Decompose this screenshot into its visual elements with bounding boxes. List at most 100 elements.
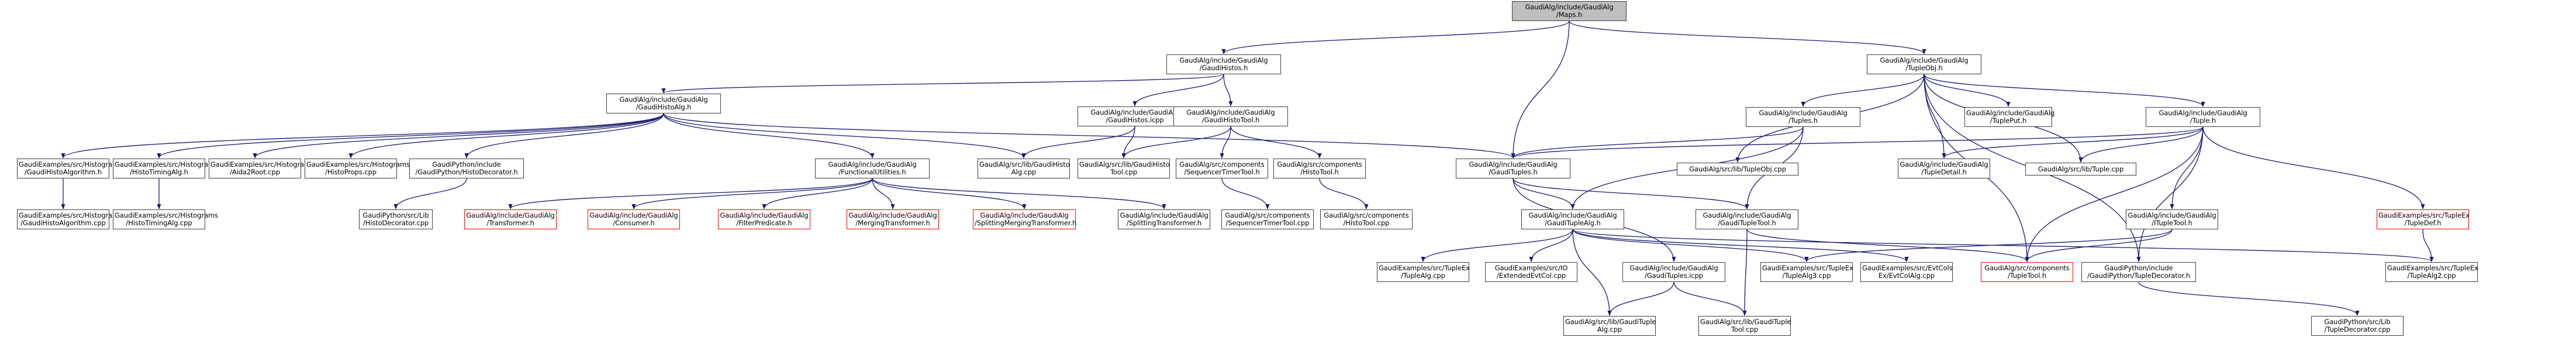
graph-node-lib_gauditupletool_cpp[interactable]: GaudiAlg/src/lib/GaudiTuple Tool.cpp <box>1698 316 1791 336</box>
graph-node-transformer_h[interactable]: GaudiAlg/include/GaudiAlg /Transformer.h <box>464 209 557 229</box>
graph-edge <box>1607 281 1674 316</box>
graph-edge <box>1746 229 2029 262</box>
graph-edge <box>1572 229 1809 262</box>
graph-edge <box>508 178 873 209</box>
graph-edge <box>1221 20 1570 54</box>
graph-node-lib_gaudituplealg_cpp[interactable]: GaudiAlg/src/lib/GaudiTuple Alg.cpp <box>1563 316 1656 336</box>
graph-node-label: GaudiAlg/include/GaudiAlg /GaudiTuples.i… <box>1629 264 1718 280</box>
graph-edge <box>762 178 873 209</box>
graph-node-lib_tupleobj_cpp[interactable]: GaudiAlg/src/lib/TupleObj.cpp <box>1677 163 1798 176</box>
graph-node-label: GaudiAlg/include/GaudiAlg /MergingTransf… <box>848 211 937 227</box>
graph-node-tuple_h[interactable]: GaudiAlg/include/GaudiAlg /Tuple.h <box>2146 107 2260 127</box>
graph-node-py_tupledecorator_cpp[interactable]: GaudiPython/src/Lib /TupleDecorator.cpp <box>2311 316 2404 336</box>
graph-node-ex_tuplealg2_cpp[interactable]: GaudiExamples/src/TupleEx /TupleAlg2.cpp <box>2385 262 2478 282</box>
graph-edge <box>1572 229 1909 262</box>
graph-node-lib_gaudihistoalg_cpp[interactable]: GaudiAlg/src/lib/GaudiHisto Alg.cpp <box>978 159 1070 178</box>
graph-edge <box>663 113 1515 159</box>
graph-edge <box>2025 229 2173 262</box>
graph-node-label: GaudiExamples/src/Histograms /Aida2Root.… <box>210 160 315 176</box>
graph-node-comp_sequencertimertool_h[interactable]: GaudiAlg/src/components /SequencerTimerT… <box>1176 159 1268 178</box>
graph-node-ex_tuplealg3_cpp[interactable]: GaudiExamples/src/TupleEx /TupleAlg3.cpp <box>1760 262 1853 282</box>
graph-edge <box>663 113 875 159</box>
graph-edge <box>1513 178 1575 209</box>
graph-edge <box>1511 20 1570 159</box>
graph-node-ex_gaudihistoalgorithm_h[interactable]: GaudiExamples/src/Histograms /GaudiHisto… <box>17 159 123 178</box>
graph-node-label: GaudiAlg/include/GaudiAlg /FilterPredica… <box>720 211 809 227</box>
graph-node-py_histodecorator_cpp[interactable]: GaudiPython/src/Lib /HistoDecorator.cpp <box>359 209 433 229</box>
graph-node-gaudituplealg_h[interactable]: GaudiAlg/include/GaudiAlg /GaudiTupleAlg… <box>1521 209 1624 229</box>
graph-edge <box>157 113 664 159</box>
graph-node-label: GaudiAlg/src/components /HistoTool.h <box>1277 160 1362 176</box>
graph-node-filterpredicate_h[interactable]: GaudiAlg/include/GaudiAlg /FilterPredica… <box>718 209 810 229</box>
graph-node-label: GaudiAlg/src/components /TupleTool.h <box>1984 264 2070 280</box>
graph-node-gauditupletool_h[interactable]: GaudiAlg/include/GaudiAlg /GaudiTupleToo… <box>1696 209 1798 229</box>
graph-node-label: GaudiAlg/src/lib/Tuple.cpp <box>2038 164 2124 173</box>
graph-edge <box>1021 126 1135 159</box>
graph-node-comp_tupletool_h[interactable]: GaudiAlg/src/components /TupleTool.h <box>1981 262 2073 282</box>
graph-node-py_histodecorator_h[interactable]: GaudiPython/include /GaudiPython/HistoDe… <box>409 159 524 178</box>
graph-node-label: GaudiExamples/src/Histograms /GaudiHisto… <box>19 160 123 176</box>
graph-node-label: GaudiExamples/src/TupleEx /TupleAlg3.cpp <box>1762 264 1853 280</box>
graph-edge <box>1529 229 1573 262</box>
graph-edge <box>1924 74 1946 159</box>
graph-node-label: GaudiAlg/include/GaudiAlg /TupleDetail.h <box>1900 160 1988 176</box>
graph-node-maps[interactable]: GaudiAlg/include/GaudiAlg /Maps.h <box>1512 1 1627 21</box>
graph-edge <box>1511 126 2204 159</box>
graph-node-label: GaudiAlg/include/GaudiAlg /TuplePut.h <box>1966 109 2055 125</box>
graph-edge <box>1230 126 1322 159</box>
graph-node-mergingtransformer_h[interactable]: GaudiAlg/include/GaudiAlg /MergingTransf… <box>847 209 939 229</box>
graph-node-label: GaudiPython/src/Lib /TupleDecorator.cpp <box>2324 318 2391 333</box>
graph-node-ex_evtcolsex_cpp[interactable]: GaudiExamples/src/EvtCols Ex/EvtColAlg.c… <box>1860 262 1953 282</box>
graph-node-gaudihistos_icpp[interactable]: GaudiAlg/include/GaudiAlg /GaudiHistos.i… <box>1078 106 1192 126</box>
graph-node-label: GaudiExamples/src/Histograms /GaudiHisto… <box>19 211 123 227</box>
graph-node-ex_histotimingalg_h[interactable]: GaudiExamples/src/Histograms /HistoTimin… <box>113 159 218 178</box>
graph-edge <box>253 113 664 159</box>
graph-edge <box>1942 126 2204 159</box>
graph-node-label: GaudiExamples/src/TupleEx /TupleAlg2.cpp <box>2387 264 2478 280</box>
graph-node-consumer_h[interactable]: GaudiAlg/include/GaudiAlg /Consumer.h <box>588 209 680 229</box>
graph-node-ex_aida2root_cpp[interactable]: GaudiExamples/src/Histograms /Aida2Root.… <box>209 159 315 178</box>
graph-node-gaudituples_h[interactable]: GaudiAlg/include/GaudiAlg /GaudiTuples.h <box>1456 159 1570 178</box>
graph-edge <box>872 178 895 209</box>
graph-node-tupleput_h[interactable]: GaudiAlg/include/GaudiAlg /TuplePut.h <box>1964 107 2055 127</box>
graph-node-tuples_h[interactable]: GaudiAlg/include/GaudiAlg /Tuples.h <box>1746 107 1860 127</box>
graph-node-label: GaudiPython/include /GaudiPython/TupleDe… <box>2087 264 2190 280</box>
graph-node-splittingmerging_h[interactable]: GaudiAlg/include/GaudiAlg /SplittingMerg… <box>973 209 1076 229</box>
graph-edge <box>1924 74 2011 107</box>
graph-node-label: GaudiAlg/include/GaudiAlg /Tuples.h <box>1759 109 1848 125</box>
graph-edge <box>1572 229 2434 262</box>
graph-node-ex_tuplealg_cpp[interactable]: GaudiExamples/src/TupleEx /TupleAlg.cpp <box>1377 262 1470 282</box>
graph-node-label: GaudiAlg/src/components /HistoTool.cpp <box>1324 211 1409 227</box>
graph-node-lib_tuple_cpp[interactable]: GaudiAlg/src/lib/Tuple.cpp <box>2025 163 2136 176</box>
graph-node-gaudituples_icpp[interactable]: GaudiAlg/include/GaudiAlg /GaudiTuples.i… <box>1622 262 1725 282</box>
graph-node-gaudihistos_h[interactable]: GaudiAlg/include/GaudiAlg /GaudiHistos.h <box>1166 54 1281 74</box>
graph-node-lib_gaudihistotool_cpp[interactable]: GaudiAlg/src/lib/GaudiHisto Tool.cpp <box>1078 159 1170 178</box>
graph-node-functionalutilities_h[interactable]: GaudiAlg/include/GaudiAlg /FunctionalUti… <box>815 159 930 178</box>
graph-edge <box>663 113 1026 159</box>
graph-edge <box>1220 126 1231 159</box>
graph-node-comp_sequencertimertool_cpp[interactable]: GaudiAlg/src/components /SequencerTimerT… <box>1221 209 1314 229</box>
graph-node-label: GaudiPython/src/Lib /HistoDecorator.cpp <box>362 211 429 227</box>
graph-node-ex_histoprops_cpp[interactable]: GaudiExamples/src/Histograms /HistoProps… <box>305 159 410 178</box>
graph-node-tupleobj_h[interactable]: GaudiAlg/include/GaudiAlg /TupleObj.h <box>1867 54 1981 74</box>
graph-node-tupledetail_h[interactable]: GaudiAlg/include/GaudiAlg /TupleDetail.h <box>1898 159 1990 178</box>
graph-node-splittingtransformer_h[interactable]: GaudiAlg/include/GaudiAlg /SplittingTran… <box>1118 209 1210 229</box>
graph-node-ex_gaudihistoalgorithm_cpp[interactable]: GaudiExamples/src/Histograms /GaudiHisto… <box>17 209 123 229</box>
graph-node-ex_tupledef_h[interactable]: GaudiExamples/src/TupleEx /TupleDef.h <box>2377 209 2470 229</box>
graph-node-label: GaudiAlg/include/GaudiAlg /SplittingMerg… <box>975 211 1077 227</box>
graph-node-label: GaudiPython/include /GaudiPython/HistoDe… <box>415 160 518 176</box>
graph-edge <box>631 178 873 209</box>
graph-node-comp_histotool_cpp[interactable]: GaudiAlg/src/components /HistoTool.cpp <box>1320 209 1413 229</box>
graph-node-itupletool_h[interactable]: GaudiAlg/include/GaudiAlg /ITupleTool.h <box>2126 209 2218 229</box>
graph-node-gaudihistotool_h[interactable]: GaudiAlg/include/GaudiAlg /GaudiHistoToo… <box>1173 106 1288 126</box>
graph-edge <box>2202 126 2425 209</box>
graph-node-gaudihistoalg_h[interactable]: GaudiAlg/include/GaudiAlg /GaudiHistoAlg… <box>606 94 721 113</box>
graph-node-py_tupledecorator_h[interactable]: GaudiPython/include /GaudiPython/TupleDe… <box>2081 262 2196 282</box>
graph-node-ex_histotimingalg_cpp[interactable]: GaudiExamples/src/Histograms /HistoTimin… <box>113 209 218 229</box>
graph-edge <box>1421 229 1573 262</box>
graph-node-ex_extendedevtcol_cpp[interactable]: GaudiExamples/src/IO /ExtendedEvtCol.cpp <box>1485 262 1577 282</box>
graph-node-comp_histotool_h[interactable]: GaudiAlg/src/components /HistoTool.h <box>1273 159 1366 178</box>
graph-edge <box>872 178 1166 209</box>
graph-edge <box>1673 281 1747 316</box>
graph-node-label: GaudiAlg/include/GaudiAlg /GaudiHistoAlg… <box>619 95 708 111</box>
